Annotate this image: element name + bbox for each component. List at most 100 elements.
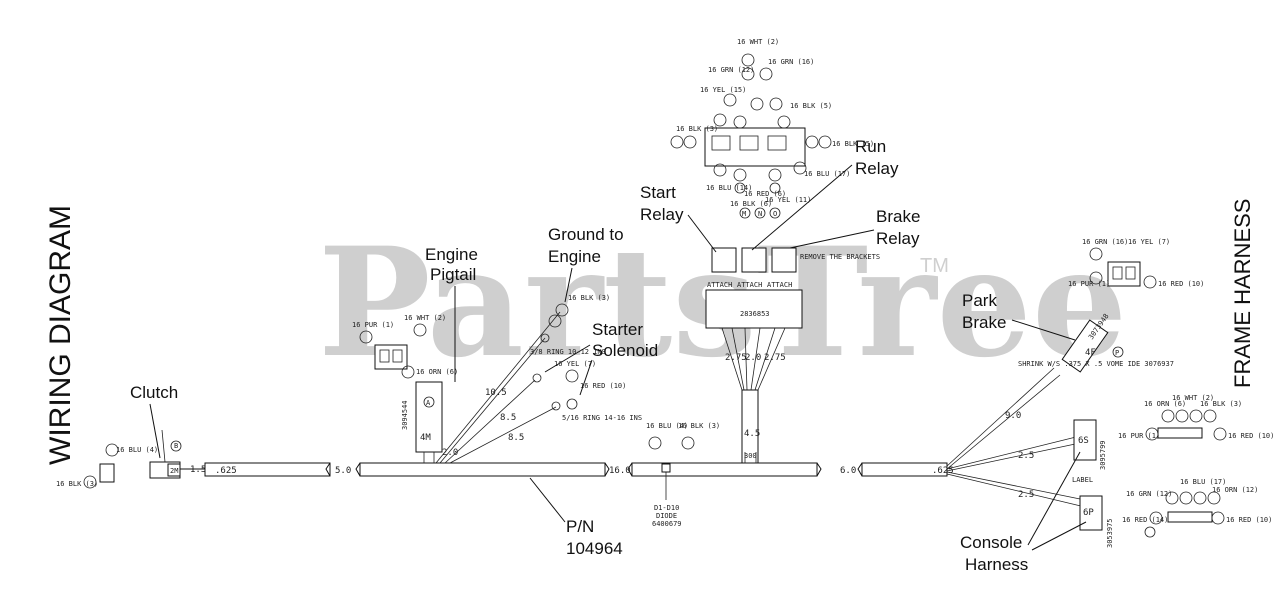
svg-text:N: N <box>758 210 762 218</box>
meas-5-0: 5.0 <box>335 466 351 476</box>
svg-text:D1-D10: D1-D10 <box>654 504 679 512</box>
clutch-connector: 2M B <box>149 429 182 479</box>
svg-text:16 RED (10): 16 RED (10) <box>1226 516 1272 524</box>
callout-part-number-1: P/N <box>566 517 594 536</box>
callout-park-brake-2: Brake <box>962 313 1006 332</box>
callout-park-brake-1: Park <box>962 291 997 310</box>
callout-engine-pigtail-2: Pigtail <box>430 265 476 284</box>
svg-text:4F: 4F <box>1085 348 1096 358</box>
meas-2-5-a: 2.5 <box>1018 451 1034 461</box>
svg-text:16 BLK (5): 16 BLK (5) <box>832 140 874 148</box>
svg-text:16 ORN (12): 16 ORN (12) <box>1212 486 1258 494</box>
svg-text:16 GRN (16): 16 GRN (16) <box>1082 238 1128 246</box>
svg-text:6400679: 6400679 <box>652 520 682 528</box>
svg-text:16 BLU (4): 16 BLU (4) <box>646 422 688 430</box>
svg-text:SHRINK W/S .375 X .5 VOME IDE: SHRINK W/S .375 X .5 VOME IDE 3076937 <box>1018 360 1174 368</box>
svg-text:ATTACH: ATTACH <box>707 281 732 289</box>
svg-text:ATTACH: ATTACH <box>767 281 792 289</box>
meas-2-0-relay: 2.0 <box>745 353 761 363</box>
relays: ATTACH ATTACH ATTACH REMOVE THE BRACKETS… <box>705 247 880 464</box>
svg-text:16 RED (14): 16 RED (14) <box>1122 516 1168 524</box>
svg-text:ATTACH: ATTACH <box>737 281 762 289</box>
svg-text:16 RED (10): 16 RED (10) <box>1228 432 1274 440</box>
relay-socket-cluster: 16 WHT (2) 16 GRN (16) 16 YEL (15) 16 GR… <box>670 38 874 219</box>
meas-16-0: 16.0 <box>609 466 631 476</box>
title-frame-harness: FRAME HARNESS <box>1230 199 1255 388</box>
callout-console-1: Console <box>960 533 1022 552</box>
callout-starter-1: Starter <box>592 320 643 339</box>
svg-text:3095799: 3095799 <box>1099 440 1107 470</box>
svg-text:16 BLK (3): 16 BLK (3) <box>678 422 720 430</box>
svg-text:16 BLU (17): 16 BLU (17) <box>1180 478 1226 486</box>
svg-text:LABEL: LABEL <box>1072 476 1093 484</box>
svg-text:REMOVE THE BRACKETS: REMOVE THE BRACKETS <box>800 253 880 261</box>
meas-4-5: 4.5 <box>744 429 760 439</box>
engine-pigtail: A 4M 3094544 2.0 16 PUR (1) 16 WHT (2) 1… <box>352 314 458 463</box>
svg-text:6P: 6P <box>1083 508 1094 518</box>
svg-text:16 PUR (1): 16 PUR (1) <box>1118 432 1160 440</box>
svg-text:16 RED (6): 16 RED (6) <box>744 190 786 198</box>
svg-text:P: P <box>1115 349 1119 357</box>
svg-text:16 RED (10): 16 RED (10) <box>1158 280 1204 288</box>
svg-text:3053975: 3053975 <box>1106 518 1114 548</box>
svg-text:16 BLU (17): 16 BLU (17) <box>804 170 850 178</box>
console-connector-a: 6S 3095799 16 PUR (1) 16 ORN (6) 16 WHT … <box>1073 394 1274 470</box>
svg-text:16 BLK (3): 16 BLK (3) <box>56 480 98 488</box>
svg-text:16 BLU (4): 16 BLU (4) <box>116 446 158 454</box>
svg-text:16 BLK (3): 16 BLK (3) <box>1200 400 1242 408</box>
meas-8-5-b: 8.5 <box>508 433 524 443</box>
svg-text:2836853: 2836853 <box>740 310 770 318</box>
svg-text:16 RED (10): 16 RED (10) <box>580 382 626 390</box>
svg-text:16 BLK (6): 16 BLK (6) <box>730 200 772 208</box>
svg-text:16 BLU (14): 16 BLU (14) <box>706 184 752 192</box>
callout-clutch: Clutch <box>130 383 178 402</box>
branch-wires <box>435 303 579 464</box>
svg-text:3094544: 3094544 <box>401 400 409 430</box>
callout-ground-1: Ground to <box>548 225 624 244</box>
callout-starter-2: Solenoid <box>592 341 658 360</box>
svg-text:16 BLK (3): 16 BLK (3) <box>676 125 718 133</box>
clutch-mini-connector: 16 BLU (4) 16 BLK (3) <box>56 443 158 489</box>
svg-text:M: M <box>742 210 746 218</box>
callout-part-number-2: 104964 <box>566 539 623 558</box>
right-branches <box>946 367 1086 508</box>
callout-start-relay-1: Start <box>640 183 676 202</box>
meas-6-0: 6.0 <box>840 466 856 476</box>
svg-text:16 YEL (7): 16 YEL (7) <box>1128 238 1170 246</box>
svg-text:16 GRN (12): 16 GRN (12) <box>1126 490 1172 498</box>
title-wiring-diagram: WIRING DIAGRAM <box>44 205 77 465</box>
svg-text:16 YEL (7): 16 YEL (7) <box>554 360 596 368</box>
callout-start-relay-2: Relay <box>640 205 684 224</box>
svg-text:16 WHT (2): 16 WHT (2) <box>404 314 446 322</box>
svg-text:16 BLK (3): 16 BLK (3) <box>568 294 610 302</box>
meas-2-75-a: 2.75 <box>725 353 747 363</box>
svg-text:16 YEL (11): 16 YEL (11) <box>765 196 811 204</box>
svg-text:O: O <box>773 210 777 218</box>
svg-text:2.0: 2.0 <box>442 448 458 458</box>
diode: 16 BLU (4) 16 BLK (3) D1-D10 DIODE 64006… <box>646 422 720 528</box>
meas-625-right: .625 <box>932 466 954 476</box>
svg-text:A: A <box>426 399 431 407</box>
svg-text:16 WHT (2): 16 WHT (2) <box>1172 394 1214 402</box>
harness-trunk <box>180 462 948 477</box>
callout-console-2: Harness <box>965 555 1028 574</box>
svg-text:16 WHT (2): 16 WHT (2) <box>737 38 779 46</box>
ring-terminal-5-16: 5/16 RING 14-16 INS <box>562 414 642 422</box>
svg-text:16 PUR (1): 16 PUR (1) <box>1068 280 1110 288</box>
callout-run-relay-1: Run <box>855 137 886 156</box>
callout-ground-2: Engine <box>548 247 601 266</box>
console-connector-b: 6P LABEL 3053975 16 RED (14) 16 GRN (12)… <box>1072 476 1272 548</box>
meas-2-5-b: 2.5 <box>1018 490 1034 500</box>
meas-1-5: 1.5 <box>190 465 206 475</box>
svg-text:16 ORN (6): 16 ORN (6) <box>416 368 458 376</box>
svg-text:B: B <box>174 442 178 450</box>
svg-text:16 PUR (1): 16 PUR (1) <box>352 321 394 329</box>
park-brake-mini-connector: 16 GRN (16) 16 YEL (7) 16 PUR (1) 16 RED… <box>1068 238 1204 289</box>
meas-9-0: 9.0 <box>1005 411 1021 421</box>
meas-2-75-b: 2.75 <box>764 353 786 363</box>
svg-text:16 GRN (16): 16 GRN (16) <box>768 58 814 66</box>
callout-brake-relay-1: Brake <box>876 207 920 226</box>
svg-text:2M: 2M <box>170 467 178 475</box>
meas-10-5: 10.5 <box>485 388 507 398</box>
